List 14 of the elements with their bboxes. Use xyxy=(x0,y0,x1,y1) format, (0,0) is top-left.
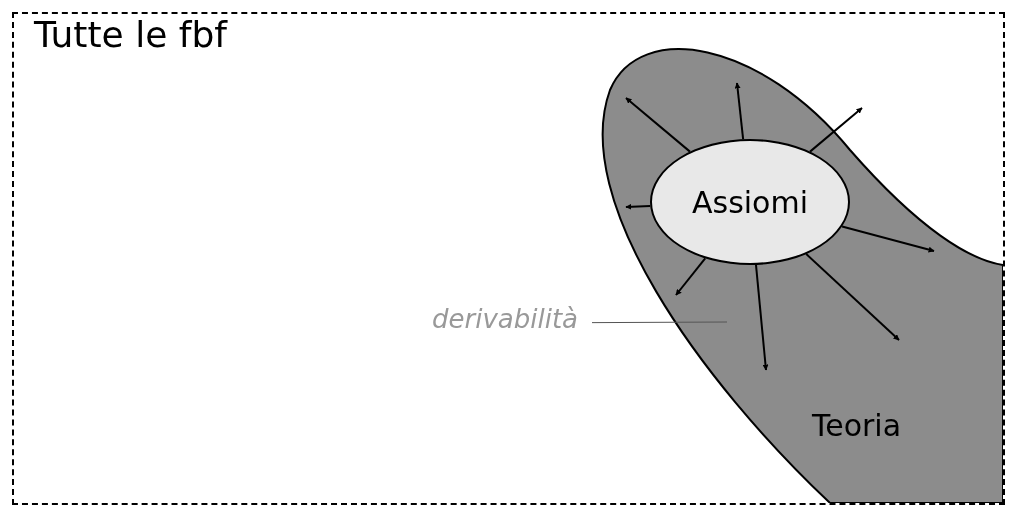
arrow xyxy=(755,263,769,371)
arrow xyxy=(675,257,707,296)
region-label: Teoria xyxy=(812,408,902,443)
arrow xyxy=(625,203,652,210)
arrow xyxy=(809,107,863,153)
arrow xyxy=(734,82,745,141)
dashed-frame xyxy=(12,12,1005,505)
arrow xyxy=(625,97,691,153)
arrow xyxy=(805,253,900,341)
frame-title: Tutte le fbf xyxy=(34,14,227,55)
annotation-label: derivabilità xyxy=(432,304,579,334)
arrow xyxy=(841,225,935,253)
region-label: Assiomi xyxy=(692,184,808,220)
leader-line xyxy=(591,321,728,324)
